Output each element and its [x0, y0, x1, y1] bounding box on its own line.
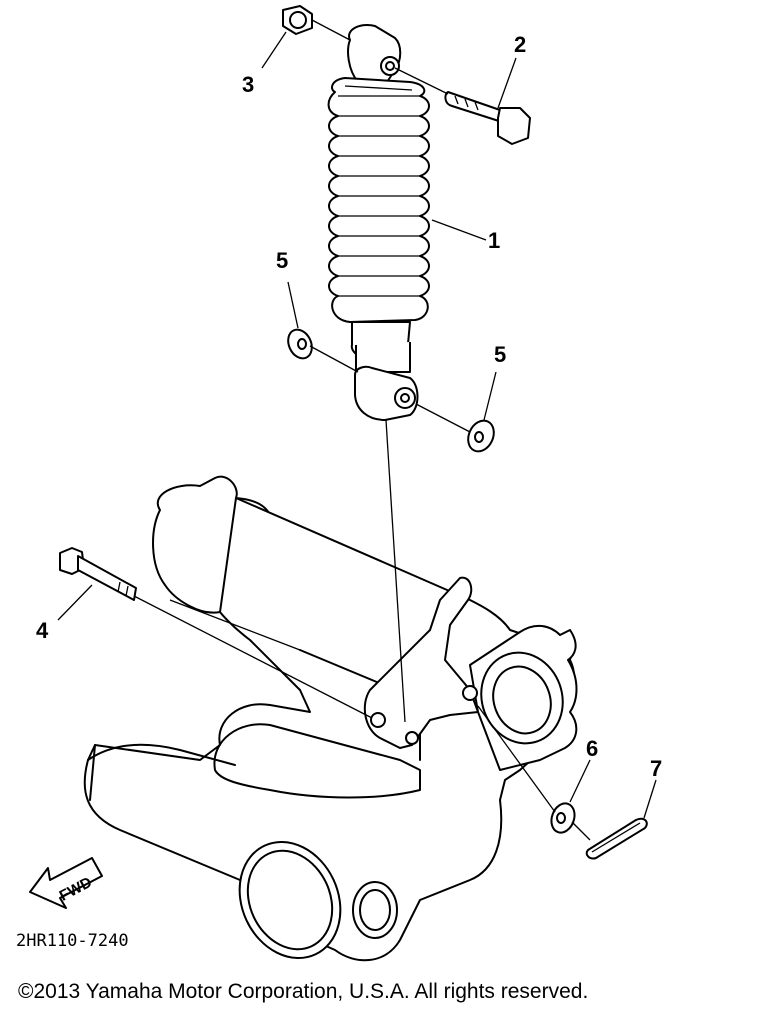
nut — [282, 5, 313, 35]
callout-5-left: 5 — [276, 248, 288, 273]
washer-lower-right — [467, 419, 495, 453]
fwd-arrow-icon: FWD — [29, 857, 103, 909]
callout-7: 7 — [650, 756, 662, 781]
rear-shock-absorber — [327, 24, 430, 421]
cotter-pin — [585, 817, 648, 860]
pivot-bolt — [59, 547, 137, 601]
callout-3: 3 — [242, 72, 254, 97]
copyright-notice: ©2013 Yamaha Motor Corporation, U.S.A. A… — [18, 980, 589, 1003]
washer-6 — [550, 802, 576, 834]
upper-bolt — [444, 91, 531, 145]
callout-6: 6 — [586, 736, 598, 761]
assembly-lines — [57, 19, 657, 841]
diagram-code: 2HR110-7240 — [16, 931, 129, 951]
washer-upper-left — [287, 328, 313, 360]
callout-5-right: 5 — [494, 342, 506, 367]
callout-1: 1 — [488, 228, 500, 253]
callout-4: 4 — [36, 618, 49, 643]
callout-2: 2 — [514, 32, 526, 57]
swingarm — [83, 475, 578, 962]
